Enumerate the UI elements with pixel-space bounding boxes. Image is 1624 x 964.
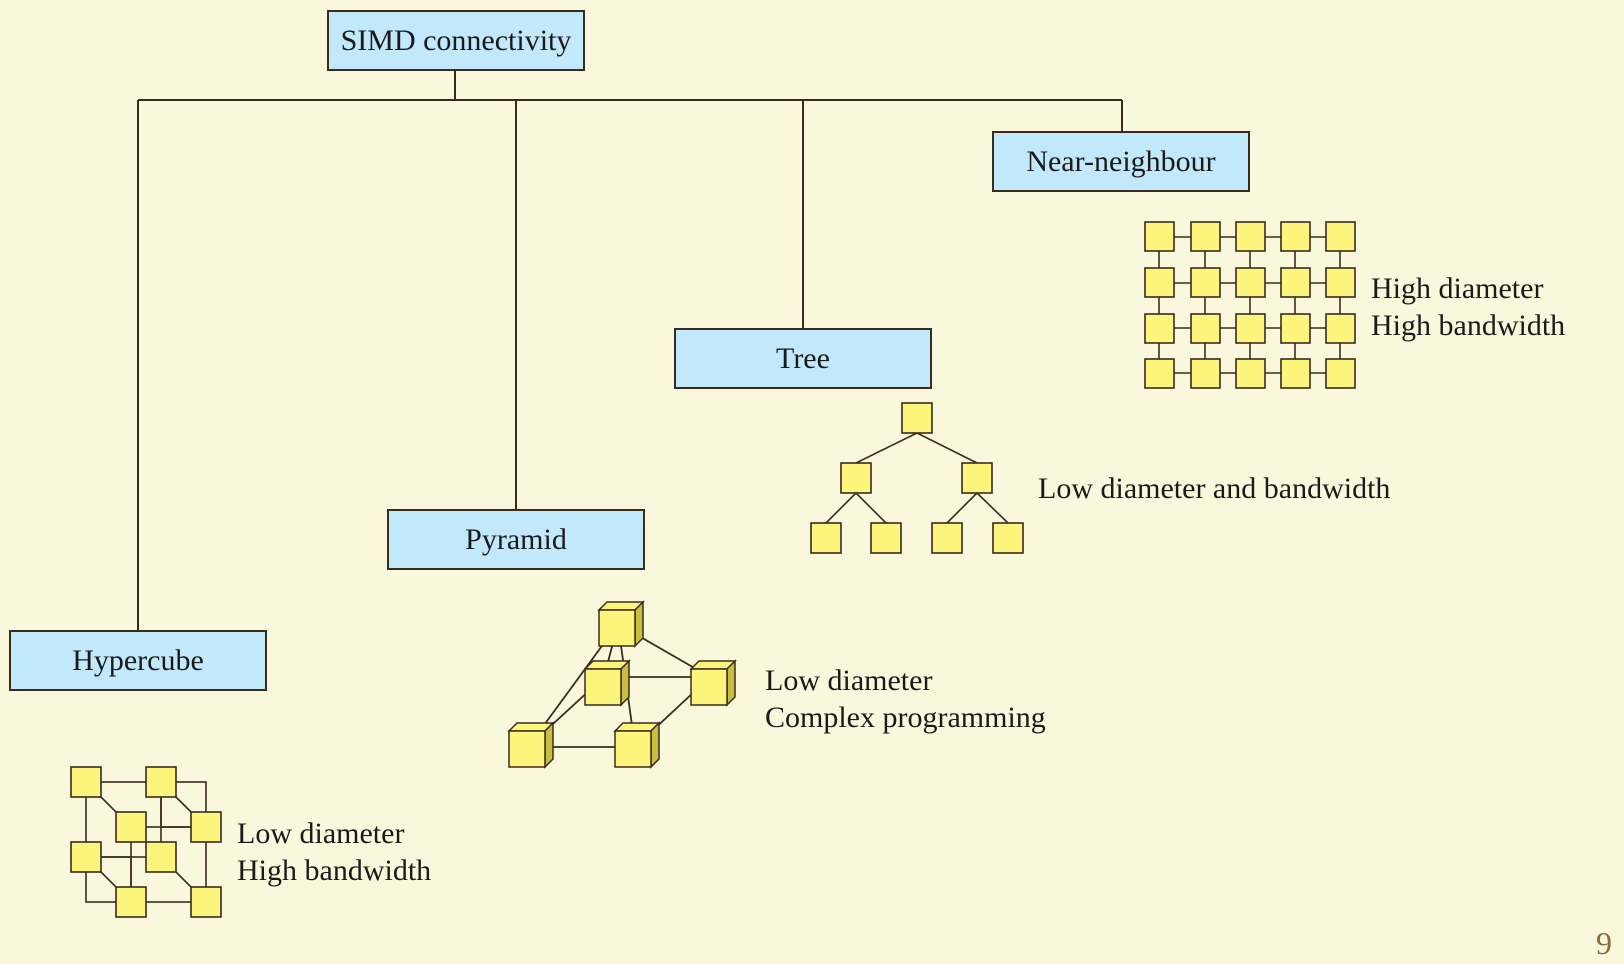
tree-network-icon	[810, 402, 1024, 554]
mesh-network-icon	[1144, 221, 1356, 389]
near-neighbour-desc-line: High diameter	[1371, 272, 1544, 305]
pyramid-description: Low diameter Complex programming	[765, 662, 1046, 736]
near-neighbour-desc-line: High bandwidth	[1371, 309, 1566, 342]
node-tree: Tree	[674, 328, 932, 389]
tree-desc-line: Low diameter and bandwidth	[1038, 472, 1391, 505]
near-neighbour-label: Near-neighbour	[1026, 144, 1216, 178]
tree-description: Low diameter and bandwidth	[1038, 470, 1390, 507]
hypercube-desc-line: High bandwidth	[237, 854, 432, 887]
pyramid-desc-line: Complex programming	[765, 701, 1046, 734]
tree-label: Tree	[776, 341, 830, 375]
near-neighbour-description: High diameter High bandwidth	[1371, 270, 1565, 344]
node-near-neighbour: Near-neighbour	[992, 131, 1250, 192]
root-node-simd-connectivity: SIMD connectivity	[327, 10, 585, 71]
node-pyramid: Pyramid	[387, 509, 645, 570]
hypercube-desc-line: Low diameter	[237, 817, 405, 850]
connector-lines	[137, 71, 1123, 630]
root-node-label: SIMD connectivity	[340, 23, 572, 57]
node-hypercube: Hypercube	[9, 630, 267, 691]
pyramid-network-icon	[508, 601, 736, 768]
hypercube-network-icon	[70, 766, 222, 918]
page-number: 9	[1596, 925, 1612, 961]
hypercube-label: Hypercube	[72, 643, 204, 677]
hypercube-description: Low diameter High bandwidth	[237, 815, 431, 889]
pyramid-desc-line: Low diameter	[765, 664, 933, 697]
pyramid-label: Pyramid	[465, 522, 567, 556]
